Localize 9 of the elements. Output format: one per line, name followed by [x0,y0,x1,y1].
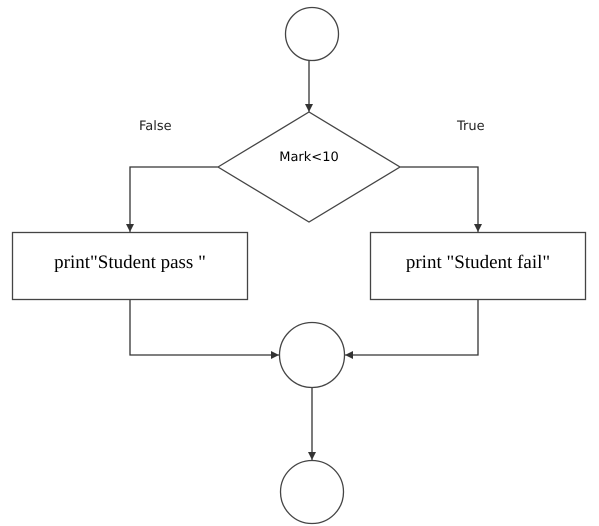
arrow [126,166,218,232]
arrow [345,300,479,359]
condition-text: Mark<10 [279,150,339,164]
arrow [129,300,279,359]
statement-text: print "Student fail" [406,252,550,274]
arrow [305,61,313,112]
arrow [400,166,482,232]
arrow [308,388,316,460]
statement-text: print"Student pass " [54,252,206,274]
